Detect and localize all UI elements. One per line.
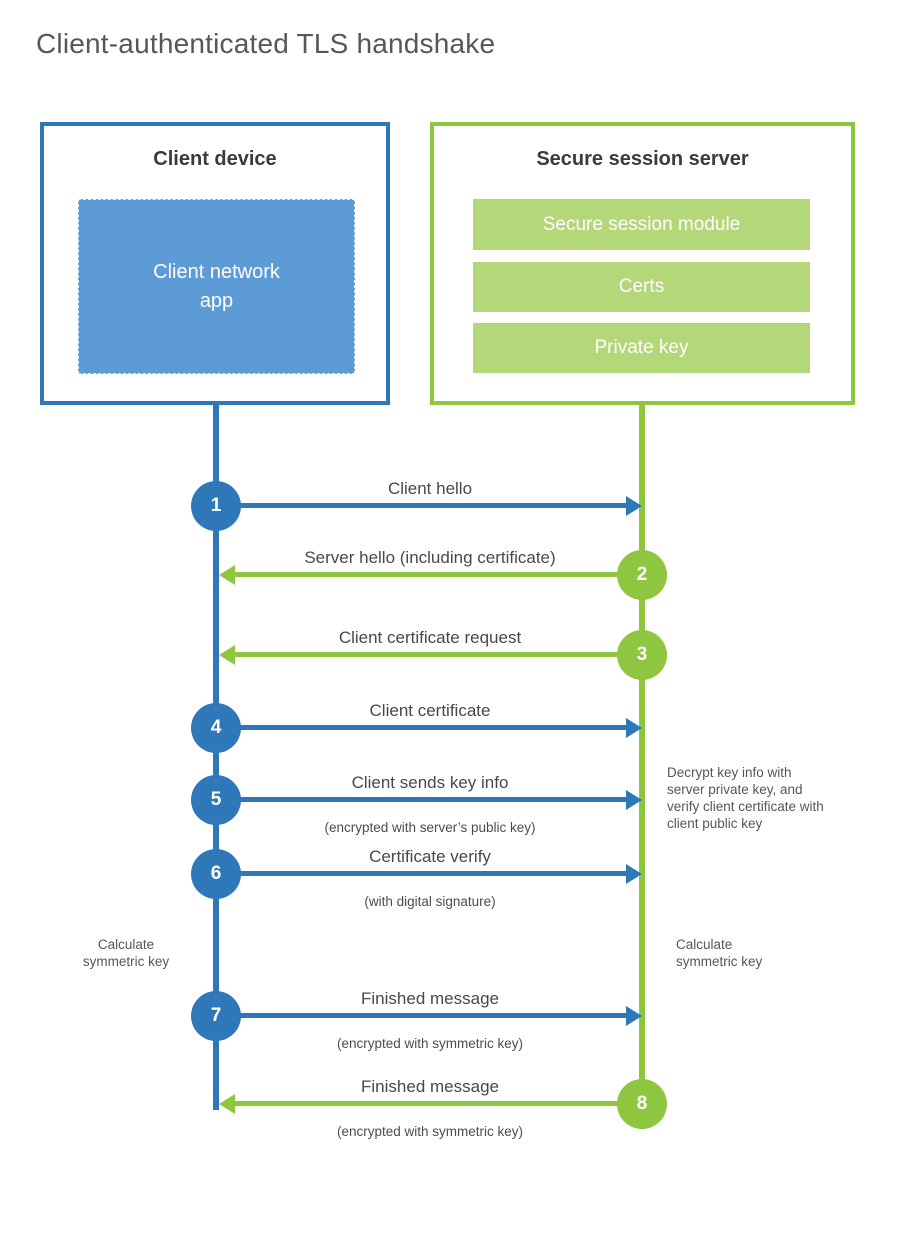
arrowhead-icon-5	[626, 790, 642, 810]
secure-session-module-bar: Secure session module	[473, 199, 810, 250]
step-circle-3: 3	[617, 630, 667, 680]
message-sublabel-6: (with digital signature)	[364, 894, 496, 909]
arrowhead-icon-7	[626, 1006, 642, 1026]
client-device-title: Client device	[153, 148, 277, 170]
step-circle-7: 7	[191, 991, 241, 1041]
message-arrow-line-1	[240, 503, 626, 508]
arrowhead-icon-1	[626, 496, 642, 516]
step-circle-6: 6	[191, 849, 241, 899]
message-sublabel-8: (encrypted with symmetric key)	[336, 1124, 524, 1139]
message-arrow-line-7	[240, 1013, 626, 1018]
step-circle-1: 1	[191, 481, 241, 531]
client-device-box: Client device Client network app	[40, 122, 390, 405]
calculate-symmetric-key-note-client: Calculate symmetric key	[82, 937, 170, 970]
client-network-app-box: Client network app	[78, 199, 355, 374]
step-circle-5: 5	[191, 775, 241, 825]
certs-bar: Certs	[473, 262, 810, 312]
secure-session-server-box: Secure session server Secure session mod…	[430, 122, 855, 405]
arrowhead-icon-6	[626, 864, 642, 884]
message-arrow-line-3	[234, 652, 618, 657]
message-label-3: Client certificate request	[338, 628, 522, 647]
message-arrow-line-4	[240, 725, 626, 730]
client-lifeline	[213, 404, 219, 1110]
message-arrow-line-5	[240, 797, 626, 802]
message-label-2: Server hello (including certificate)	[304, 548, 556, 567]
message-sublabel-5: (encrypted with server’s public key)	[324, 820, 536, 835]
message-sublabel-7: (encrypted with symmetric key)	[336, 1036, 524, 1051]
message-label-7: Finished message	[361, 989, 499, 1008]
arrowhead-icon-8	[219, 1094, 235, 1114]
arrowhead-icon-3	[219, 645, 235, 665]
secure-session-server-title: Secure session server	[536, 148, 749, 170]
client-network-app-label: Client network app	[153, 260, 280, 312]
step-circle-4: 4	[191, 703, 241, 753]
step-circle-2: 2	[617, 550, 667, 600]
message-label-4: Client certificate	[369, 701, 491, 720]
message-arrow-line-8	[234, 1101, 618, 1106]
arrowhead-icon-4	[626, 718, 642, 738]
message-label-5: Client sends key info	[351, 773, 509, 792]
page-title: Client-authenticated TLS handshake	[36, 28, 496, 59]
decrypt-note: Decrypt key info with server private key…	[667, 765, 824, 832]
step-circle-8: 8	[617, 1079, 667, 1129]
message-label-1: Client hello	[387, 479, 473, 498]
message-label-6: Certificate verify	[369, 847, 491, 866]
message-arrow-line-6	[240, 871, 626, 876]
private-key-bar: Private key	[473, 323, 810, 373]
arrowhead-icon-2	[219, 565, 235, 585]
server-lifeline	[639, 404, 645, 1129]
calculate-symmetric-key-note-server: Calculate symmetric key	[676, 937, 763, 970]
message-arrow-line-2	[234, 572, 618, 577]
message-label-8: Finished message	[361, 1077, 499, 1096]
